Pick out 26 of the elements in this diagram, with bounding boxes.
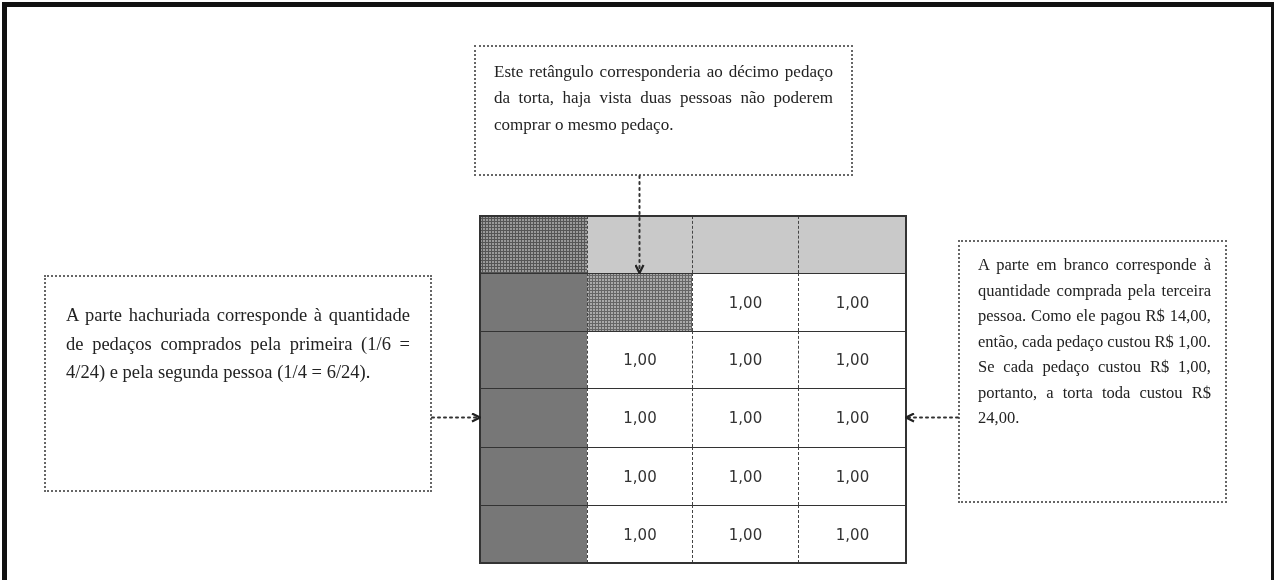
leader-arrow — [904, 412, 959, 423]
table-cell: 1,00 — [587, 388, 692, 447]
table-cell: 1,00 — [587, 331, 692, 388]
table-cell: 1,00 — [692, 331, 798, 388]
table-cell: 1,00 — [798, 273, 906, 331]
callout-text: A parte em branco corresponde à quantidade comprada pela terceira pessoa. Como ele pagou R$ 14,00, então, cada pedaço custou R$ 1,00. Se cada pedaço custou R$ 1,00, portanto, a torta toda custou R$ 24,00. — [978, 255, 1211, 428]
table-cell: 1,00 — [798, 505, 906, 563]
table-cell: 1,00 — [587, 505, 692, 563]
shaded-cell — [587, 273, 692, 331]
callout-box — [958, 240, 1227, 503]
callout-text: Este retângulo corresponderia ao décimo pedaço da torta, haja vista duas pessoas não poderem comprar o mesmo pedaço. — [494, 62, 833, 134]
table-cell: 1,00 — [692, 388, 798, 447]
table-cell: 1,00 — [587, 447, 692, 505]
table-cell: 1,00 — [692, 505, 798, 563]
leader-arrow — [431, 412, 482, 423]
table-cell: 1,00 — [692, 447, 798, 505]
table-cell: 1,00 — [798, 331, 906, 388]
table-cell — [798, 388, 906, 447]
callout-text: A parte hachuriada corresponde à quantidade de pedaços comprados pela primeira (1/6 = 4/24) e pela segunda pessoa (1/4 = 6/24). — [66, 305, 410, 383]
callout-box — [44, 275, 432, 492]
table-cell: 1,00 — [798, 447, 906, 505]
shaded-cell — [480, 388, 587, 447]
cell-value: 1,00 — [835, 409, 870, 427]
callout-box — [474, 45, 853, 176]
table-cell: 1,00 — [692, 273, 798, 331]
leader-arrow — [634, 175, 645, 275]
